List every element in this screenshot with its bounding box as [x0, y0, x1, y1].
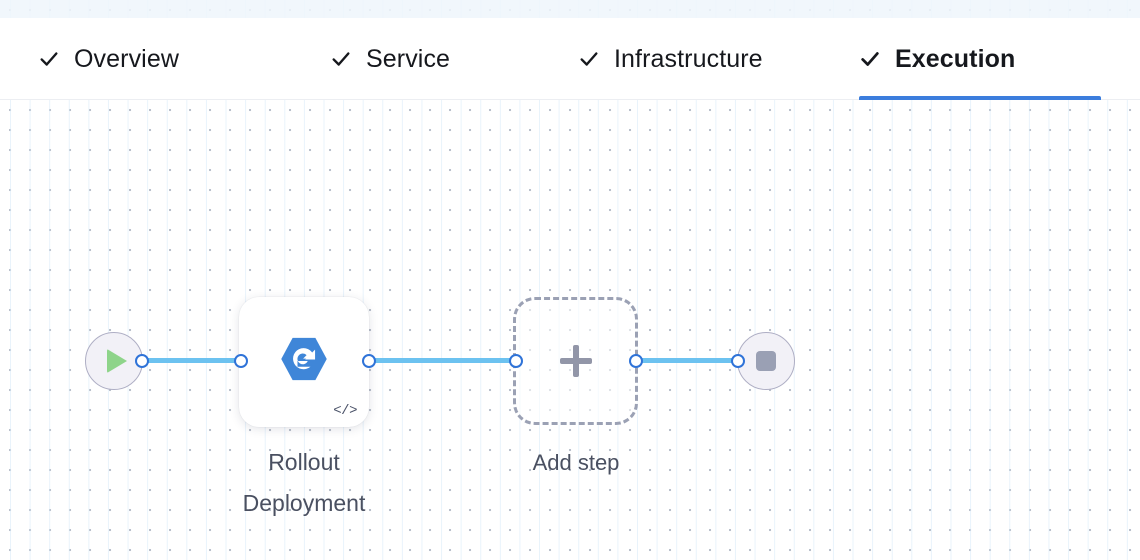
port-addstep-out[interactable] — [629, 354, 643, 368]
port-rollout-out[interactable] — [362, 354, 376, 368]
tab-service[interactable]: Service — [330, 18, 500, 100]
connector-start-to-rollout[interactable] — [140, 358, 244, 363]
start-node[interactable] — [85, 332, 143, 390]
check-icon — [330, 48, 352, 70]
end-node[interactable] — [737, 332, 795, 390]
connector-rollout-to-addstep[interactable] — [366, 358, 518, 363]
port-addstep-in[interactable] — [509, 354, 523, 368]
tab-infrastructure-label: Infrastructure — [614, 44, 763, 73]
pipeline-step-tabs: Overview Service Infrastructure Executio… — [0, 18, 1140, 100]
add-step-label: Add step — [532, 450, 620, 475]
add-step-node[interactable] — [513, 297, 638, 425]
port-start-out[interactable] — [135, 354, 149, 368]
tab-execution-label: Execution — [895, 44, 1016, 73]
active-tab-underline — [859, 96, 1101, 100]
tab-overview[interactable]: Overview — [38, 18, 251, 100]
tab-overview-label: Overview — [74, 44, 179, 73]
check-icon — [38, 48, 60, 70]
tab-infrastructure[interactable]: Infrastructure — [578, 18, 823, 100]
check-icon — [578, 48, 600, 70]
port-rollout-in[interactable] — [234, 354, 248, 368]
code-icon[interactable]: </> — [333, 403, 357, 419]
canvas-top-edge — [0, 0, 1140, 18]
play-icon — [107, 349, 127, 373]
tab-execution[interactable]: Execution — [859, 18, 1101, 100]
step-node-rollout-deployment[interactable]: </> — [239, 297, 369, 427]
tab-service-label: Service — [366, 44, 451, 73]
port-end-in[interactable] — [731, 354, 745, 368]
stop-icon — [756, 351, 776, 371]
plus-icon-vertical — [572, 345, 579, 377]
check-icon — [859, 48, 881, 70]
rollout-deployment-icon — [278, 333, 330, 385]
connector-addstep-to-end[interactable] — [634, 358, 742, 363]
step-node-label-rollout-deployment: Rollout Deployment — [242, 449, 366, 516]
